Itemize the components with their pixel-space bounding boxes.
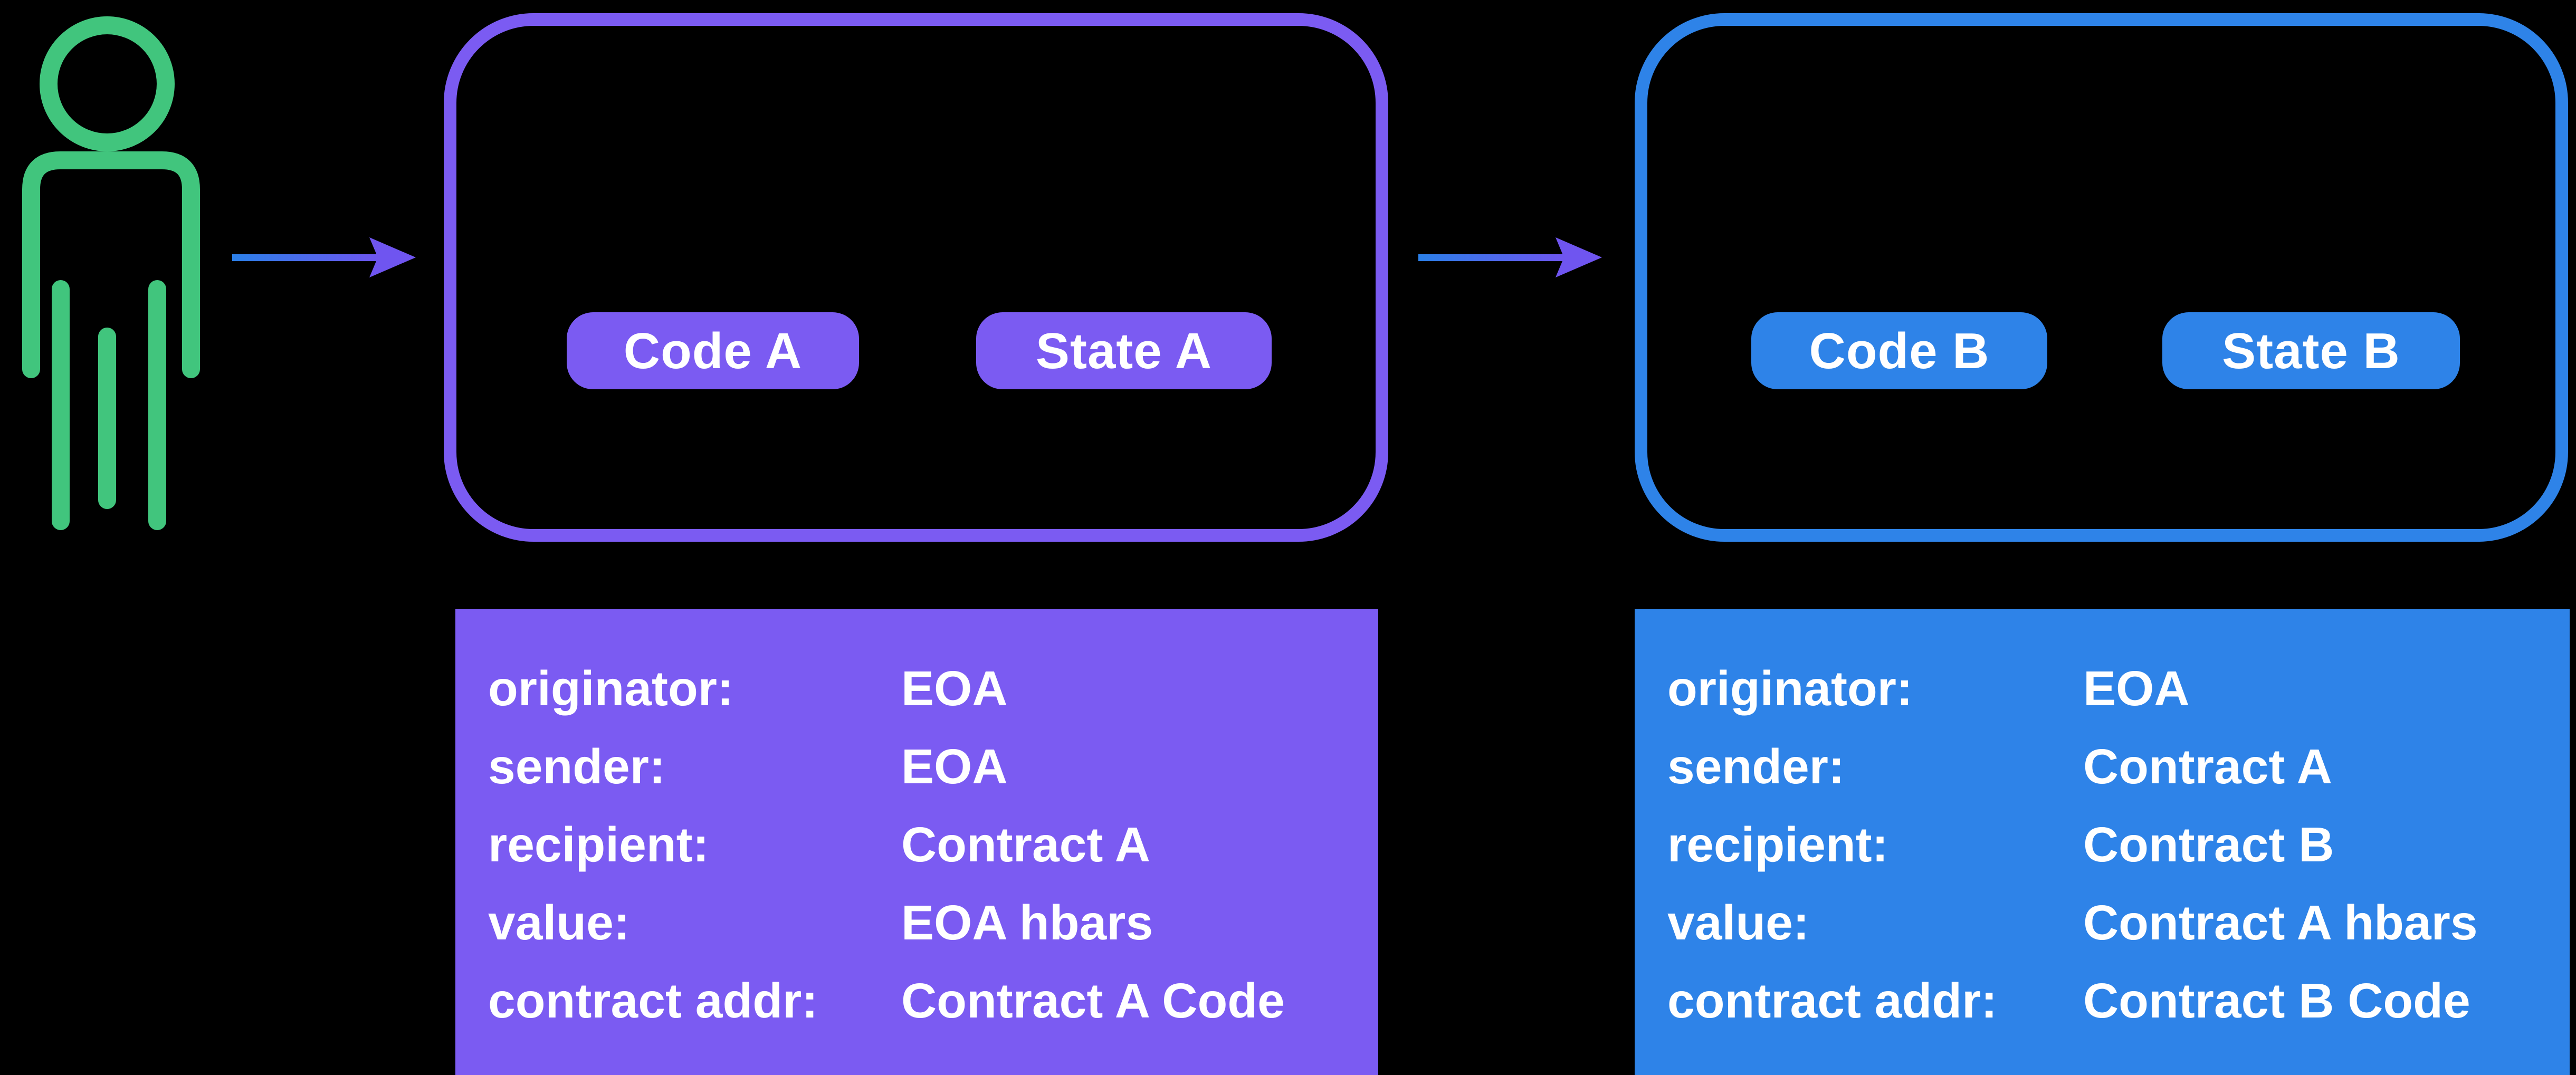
detail-value: EOA [901, 738, 1008, 794]
detail-value: Contract A hbars [2083, 895, 2478, 950]
detail-label: originator: [1667, 660, 1913, 716]
detail-label: sender: [488, 738, 665, 794]
person-icon [22, 16, 200, 530]
detail-value: Contract A [2083, 738, 2332, 794]
detail-value: Contract A Code [901, 973, 1285, 1028]
person-head [40, 16, 175, 151]
detail-label: recipient: [488, 817, 709, 872]
detail-label: sender: [1667, 738, 1845, 794]
contract-b-box: Code B State B [1635, 13, 2568, 542]
detail-row-sender: sender: EOA [455, 727, 1378, 805]
detail-row-originator: originator: EOA [1635, 649, 2570, 727]
detail-value: EOA [2083, 660, 2190, 716]
arrow-head [369, 237, 416, 277]
detail-row-contract-addr: contract addr: Contract A Code [455, 962, 1378, 1040]
detail-value: Contract B Code [2083, 973, 2470, 1028]
detail-label: originator: [488, 660, 733, 716]
detail-label: value: [488, 895, 630, 950]
detail-label: contract addr: [1667, 973, 1998, 1028]
detail-row-recipient: recipient: Contract B [1635, 805, 2570, 884]
person-torso [22, 151, 200, 378]
contract-b-details-panel: originator: EOA sender: Contract A recip… [1635, 609, 2570, 1075]
arrow-head [1556, 237, 1602, 277]
state-a-pill: State A [976, 312, 1272, 389]
detail-row-contract-addr: contract addr: Contract B Code [1635, 962, 2570, 1040]
detail-label: contract addr: [488, 973, 818, 1028]
state-b-pill: State B [2162, 312, 2460, 389]
contract-a-details-panel: originator: EOA sender: EOA recipient: C… [455, 609, 1378, 1075]
detail-row-value: value: EOA hbars [455, 884, 1378, 962]
detail-value: EOA hbars [901, 895, 1153, 950]
contract-a-box: Code A State A [444, 13, 1388, 542]
code-a-pill: Code A [567, 312, 859, 389]
detail-value: Contract B [2083, 817, 2334, 872]
detail-value: EOA [901, 660, 1008, 716]
detail-label: value: [1667, 895, 1809, 950]
arrow-shaft [1418, 254, 1566, 261]
detail-label: recipient: [1667, 817, 1888, 872]
detail-value: Contract A [901, 817, 1150, 872]
arrow-right-icon [232, 237, 416, 277]
detail-row-sender: sender: Contract A [1635, 727, 2570, 805]
detail-row-originator: originator: EOA [455, 649, 1378, 727]
arrow-right-icon [1418, 237, 1602, 277]
detail-row-recipient: recipient: Contract A [455, 805, 1378, 884]
detail-row-value: value: Contract A hbars [1635, 884, 2570, 962]
code-b-pill: Code B [1751, 312, 2047, 389]
arrow-shaft [232, 254, 380, 261]
